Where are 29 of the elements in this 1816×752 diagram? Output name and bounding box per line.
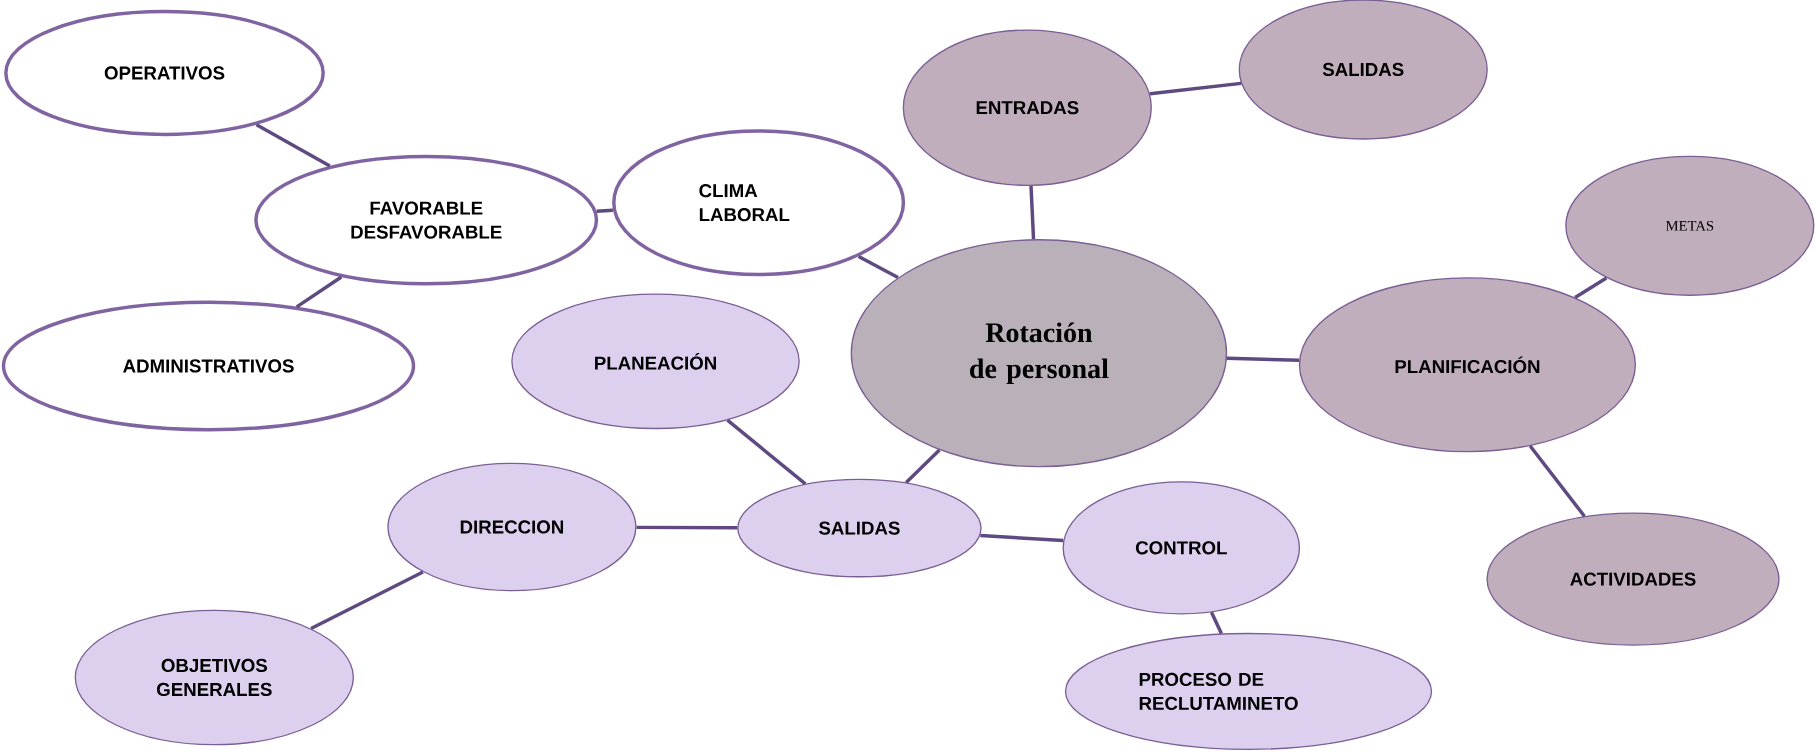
connector-line	[636, 525, 738, 530]
ellipse-node: CLIMA LABORAL	[612, 129, 906, 277]
connector-line	[980, 533, 1064, 543]
ellipse-node: FAVORABLE DESFAVORABLE	[254, 154, 599, 286]
connector-line	[726, 418, 807, 486]
connector-line	[310, 570, 424, 631]
connector-line	[904, 448, 941, 484]
ellipse-node: OBJETIVOS GENERALES	[74, 609, 354, 746]
connector-line	[295, 275, 343, 309]
connector-line	[1574, 276, 1608, 299]
ellipse-node: METAS	[1565, 155, 1815, 296]
ellipse-node: PROCESO DE RECLUTAMINETO	[1064, 632, 1433, 750]
ellipse-node: ENTRADAS	[902, 29, 1152, 186]
ellipse-node: ADMINISTRATIVOS	[1, 300, 416, 432]
ellipse-node: PLANEACIÓN	[511, 293, 800, 430]
connector-line	[1149, 81, 1242, 96]
ellipse-node: OPERATIVOS	[4, 9, 325, 137]
ellipse-node: SALIDAS	[737, 478, 982, 578]
connector-line	[857, 254, 899, 280]
ellipse-node: PLANIFICACIÓN	[1298, 277, 1636, 453]
ellipse-node: CONTROL	[1062, 481, 1301, 615]
ellipse-node: DIRECCION	[387, 462, 637, 592]
connector-line	[255, 123, 331, 168]
connector-line	[596, 208, 613, 213]
connector-line	[1528, 444, 1586, 518]
connector-line	[1209, 611, 1223, 635]
connector-line	[1029, 185, 1036, 240]
connector-line	[1226, 356, 1300, 362]
ellipse-node: ACTIVIDADES	[1486, 512, 1780, 646]
